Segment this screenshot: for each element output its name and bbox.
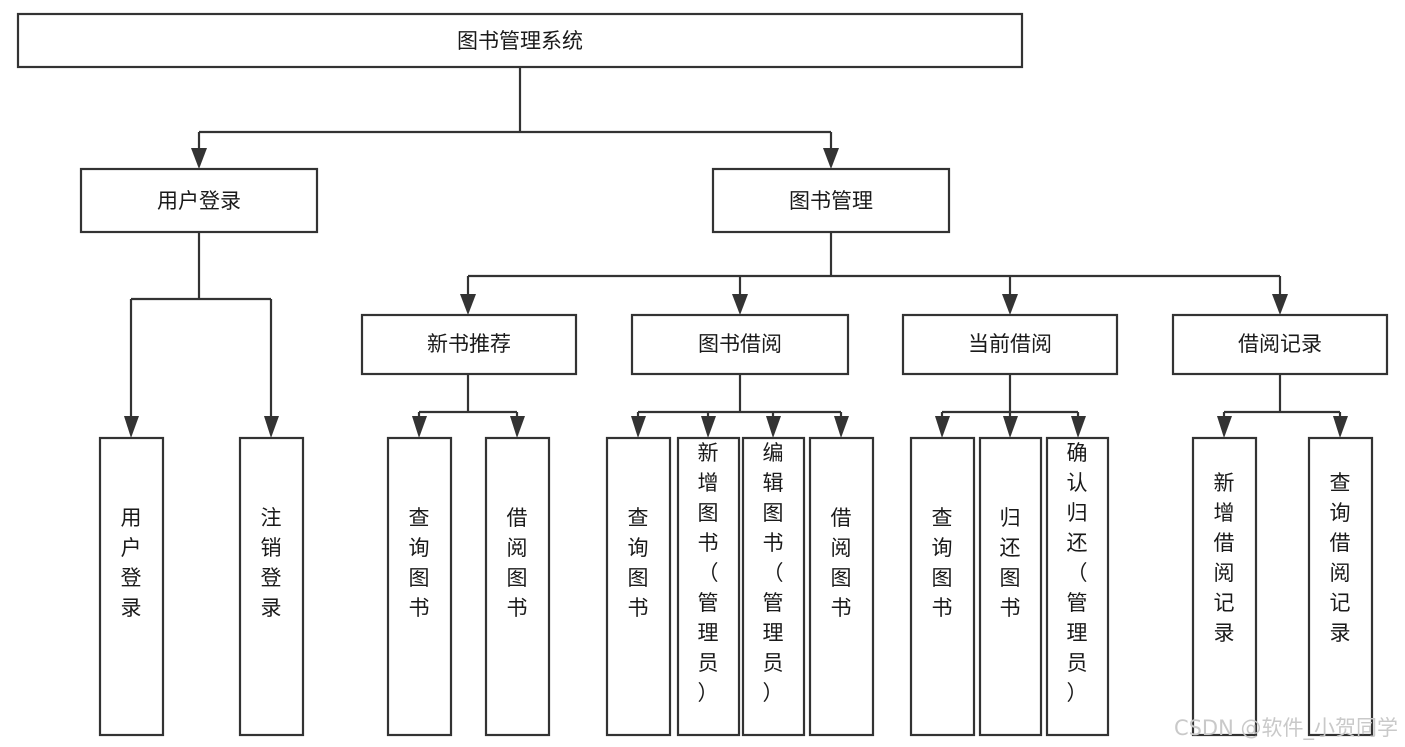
arrow-leaf-book-borrow-2 <box>766 416 781 438</box>
leaf-user-login-0-label: 用户登录 <box>121 506 142 620</box>
arrow-leaf-user-login-0 <box>124 416 139 438</box>
leaf-new-book-0-label: 查询图书 <box>409 506 430 620</box>
leaf-book-borrow-3[interactable]: 借阅图书 <box>808 436 875 737</box>
node-borrow-record[interactable]: 借阅记录 <box>1171 313 1389 376</box>
node-user-login-label: 用户登录 <box>157 189 241 213</box>
node-new-book-recommend-label: 新书推荐 <box>427 332 511 356</box>
node-book-borrow[interactable]: 图书借阅 <box>630 313 850 376</box>
leaf-current-borrow-1-label: 归还图书 <box>1000 506 1021 620</box>
arrow-leaf-book-borrow-1 <box>701 416 716 438</box>
arrow-to-new-book <box>460 294 476 315</box>
arrow-leaf-new-book-1 <box>510 416 525 438</box>
arrow-leaf-user-login-1 <box>264 416 279 438</box>
leaf-current-borrow-1[interactable]: 归还图书 <box>978 436 1043 737</box>
node-root-label: 图书管理系统 <box>457 29 583 53</box>
leaf-book-borrow-0[interactable]: 查询图书 <box>605 436 672 737</box>
leaf-book-borrow-3-label: 借阅图书 <box>831 506 852 620</box>
leaf-borrow-record-1[interactable]: 查询借阅记录 <box>1307 436 1374 737</box>
node-user-login[interactable]: 用户登录 <box>79 167 319 234</box>
arrow-leaf-book-borrow-3 <box>834 416 849 438</box>
arrow-to-book-borrow <box>732 294 748 315</box>
leaf-user-login-1[interactable]: 注销登录 <box>238 436 305 737</box>
leaf-user-login-0[interactable]: 用户登录 <box>98 436 165 737</box>
leaf-new-book-1-label: 借阅图书 <box>507 506 528 620</box>
leaf-borrow-record-0-label: 新增借阅记录 <box>1214 471 1235 645</box>
leaf-current-borrow-2-label: 确认归还（管理员） <box>1067 441 1088 705</box>
node-root[interactable]: 图书管理系统 <box>16 12 1024 69</box>
arrow-leaf-current-borrow-0 <box>935 416 950 438</box>
arrow-to-borrow-record <box>1272 294 1288 315</box>
leaf-book-borrow-0-label: 查询图书 <box>628 506 649 620</box>
leaf-current-borrow-0[interactable]: 查询图书 <box>909 436 976 737</box>
leaf-new-book-0[interactable]: 查询图书 <box>386 436 453 737</box>
arrow-to-book-manage <box>823 148 839 169</box>
edge-layer <box>124 67 1348 438</box>
node-book-manage[interactable]: 图书管理 <box>711 167 951 234</box>
arrow-leaf-borrow-record-1 <box>1333 416 1348 438</box>
node-book-borrow-label: 图书借阅 <box>698 332 782 356</box>
leaf-new-book-1[interactable]: 借阅图书 <box>484 436 551 737</box>
arrow-to-user-login <box>191 148 207 169</box>
arrow-leaf-borrow-record-0 <box>1217 416 1232 438</box>
leaf-book-borrow-2[interactable]: 编辑图书（管理员） <box>741 436 806 737</box>
leaf-borrow-record-0[interactable]: 新增借阅记录 <box>1191 436 1258 737</box>
leaf-book-borrow-2-label: 编辑图书（管理员） <box>763 441 784 705</box>
csdn-watermark: CSDN @软件_小贺同学 <box>1174 716 1398 741</box>
arrow-leaf-new-book-0 <box>412 416 427 438</box>
leaf-user-login-1-label: 注销登录 <box>261 506 282 620</box>
leaf-book-borrow-1-label: 新增图书（管理员） <box>698 441 719 705</box>
arrow-leaf-current-borrow-2 <box>1071 416 1086 438</box>
leaf-current-borrow-2[interactable]: 确认归还（管理员） <box>1045 436 1110 737</box>
leaf-current-borrow-0-label: 查询图书 <box>932 506 953 620</box>
leaf-book-borrow-1[interactable]: 新增图书（管理员） <box>676 436 741 737</box>
arrow-leaf-current-borrow-1 <box>1003 416 1018 438</box>
leaf-borrow-record-1-label: 查询借阅记录 <box>1330 471 1351 645</box>
arrow-to-current-borrow <box>1002 294 1018 315</box>
node-book-manage-label: 图书管理 <box>789 189 873 213</box>
arrow-leaf-book-borrow-0 <box>631 416 646 438</box>
node-current-borrow[interactable]: 当前借阅 <box>901 313 1119 376</box>
node-borrow-record-label: 借阅记录 <box>1238 332 1322 356</box>
node-new-book-recommend[interactable]: 新书推荐 <box>360 313 578 376</box>
node-current-borrow-label: 当前借阅 <box>968 332 1052 356</box>
